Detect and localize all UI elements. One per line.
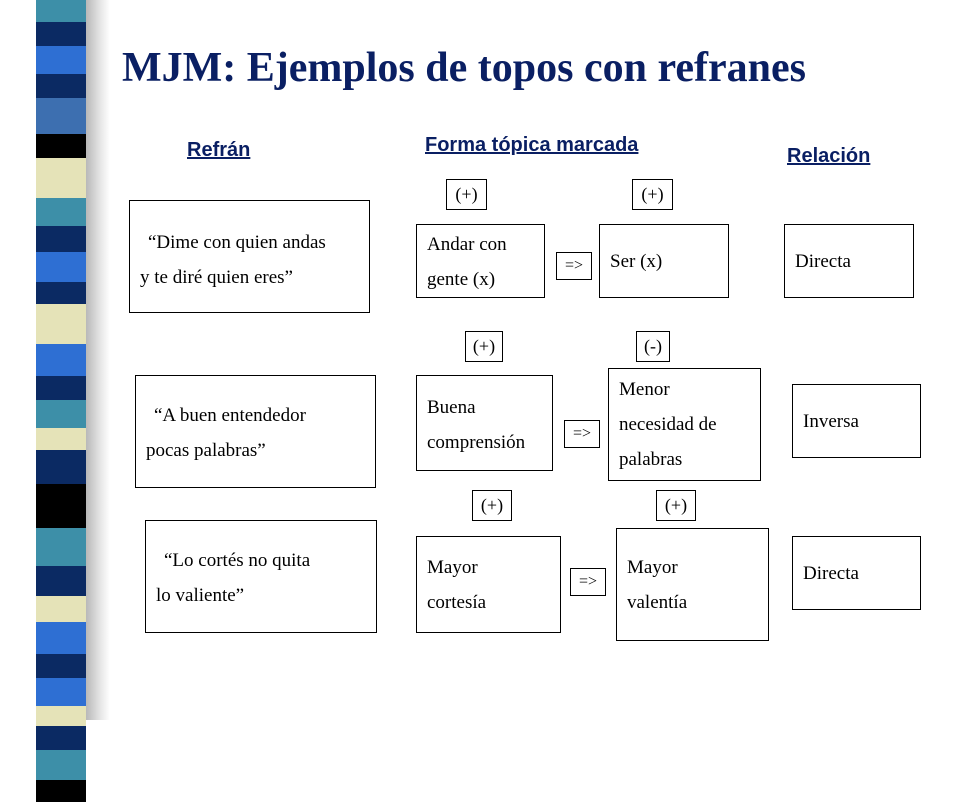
refran-line: lo valiente”: [156, 585, 245, 606]
right-topos-box: Menor necesidad de palabras: [608, 368, 761, 481]
relacion-box: Inversa: [792, 384, 921, 458]
header-forma-topica: Forma tópica marcada: [425, 134, 639, 156]
relacion-value: Inversa: [803, 410, 859, 432]
implication-arrow: =>: [570, 568, 606, 596]
topos-line: Ser (x): [610, 250, 663, 272]
topos-line: valentía: [627, 592, 688, 613]
refran-box: “A buen entendedor pocas palabras”: [135, 375, 376, 488]
topos-line: Mayor: [427, 557, 478, 578]
right-sign-tag: (+): [656, 490, 696, 521]
topos-line: Buena: [427, 397, 476, 418]
topos-line: Andar con: [427, 234, 507, 255]
implication-arrow: =>: [556, 252, 592, 280]
relacion-box: Directa: [784, 224, 914, 298]
decorative-stripe-bar: [36, 0, 86, 802]
topos-line: palabras: [619, 449, 683, 470]
left-sign-tag: (+): [472, 490, 512, 521]
implication-arrow: =>: [564, 420, 600, 448]
topos-line: comprensión: [427, 432, 526, 453]
slide-title: MJM: Ejemplos de topos con refranes: [122, 45, 806, 91]
refran-line: pocas palabras”: [146, 440, 266, 461]
left-topos-box: Mayor cortesía: [416, 536, 561, 633]
stripe-shadow: [86, 0, 110, 720]
left-topos-box: Buena comprensión: [416, 375, 553, 471]
refran-box: “Lo cortés no quita lo valiente”: [145, 520, 377, 633]
relacion-value: Directa: [795, 250, 851, 272]
refran-line: y te diré quien eres”: [140, 267, 293, 288]
left-sign-tag: (+): [465, 331, 503, 362]
right-sign-tag: (+): [632, 179, 673, 210]
topos-line: Mayor: [627, 557, 678, 578]
topos-line: cortesía: [427, 592, 487, 613]
header-refran: Refrán: [187, 139, 251, 161]
refran-line: “A buen entendedor: [154, 405, 306, 426]
header-relacion: Relación: [787, 145, 871, 167]
refran-box: “Dime con quien andas y te diré quien er…: [129, 200, 370, 313]
right-sign-tag: (-): [636, 331, 670, 362]
left-sign-tag: (+): [446, 179, 487, 210]
right-topos-box: Mayor valentía: [616, 528, 769, 641]
right-topos-box: Ser (x): [599, 224, 729, 298]
left-topos-box: Andar con gente (x): [416, 224, 545, 298]
topos-line: gente (x): [427, 269, 496, 290]
refran-line: “Dime con quien andas: [148, 232, 326, 253]
relacion-box: Directa: [792, 536, 921, 610]
relacion-value: Directa: [803, 562, 859, 584]
topos-line: Menor: [619, 379, 670, 400]
topos-line: necesidad de: [619, 414, 717, 435]
refran-line: “Lo cortés no quita: [164, 550, 311, 571]
